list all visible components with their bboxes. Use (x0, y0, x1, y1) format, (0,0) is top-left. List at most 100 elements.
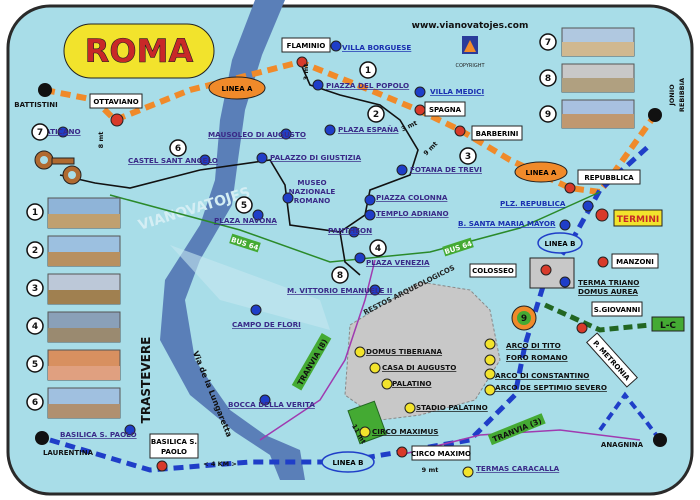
place-dot (124, 424, 136, 436)
place-castel[interactable]: CASTEL SANT ANGELO (128, 154, 218, 166)
svg-text:BATTISTINI: BATTISTINI (14, 101, 57, 109)
linea-a-tag[interactable]: LINEA A (208, 76, 266, 100)
walk-label-w4km: < 4 KM > (203, 460, 237, 468)
linea-b-tag-south[interactable]: LINEA B (321, 451, 375, 473)
station-circo-maximo[interactable]: CIRCO MAXIMO (396, 445, 471, 461)
station-colosseo[interactable]: COLOSSEO (469, 257, 575, 289)
route-number-6: 6 (169, 139, 187, 157)
watermark-shape (170, 245, 330, 330)
place-palatino[interactable]: PALATINO (381, 378, 431, 390)
place-fontana[interactable]: FOTANA DE TREVI (396, 164, 482, 176)
svg-text:6: 6 (175, 144, 181, 154)
place-villa-medici[interactable]: VILLA MEDICI (414, 86, 484, 98)
place-mausoleo[interactable]: MAUSOLEO DI AUGUSTO (208, 128, 306, 140)
place-basilica-paolo2[interactable]: BASILICA S. PAOLO (60, 424, 137, 439)
colosseo-number: 9 (521, 314, 527, 324)
place-arco-sept[interactable]: ARCO DE SEPTIMIO SEVERO (484, 383, 607, 396)
place-vaticano[interactable]: VATICANO (40, 126, 81, 138)
station-ottaviano[interactable]: OTTAVIANO (89, 93, 143, 127)
place-label: NAZIONALE (289, 187, 336, 196)
thumbnail-5[interactable]: 5 (26, 349, 121, 381)
svg-text:9: 9 (545, 110, 551, 120)
svg-text:2: 2 (32, 246, 38, 256)
place-termas[interactable]: TERMAS CARACALLA (462, 464, 560, 478)
place-circo[interactable]: CIRCO MAXIMUS (359, 426, 438, 438)
basilica-line1: BASILICA S. (151, 438, 197, 446)
place-casa[interactable]: CASA DI AUGUSTO (369, 362, 456, 374)
place-dot (330, 40, 342, 52)
place-label: FOTANA DE TREVI (410, 165, 482, 174)
place-dot (348, 226, 360, 238)
route-number-7: 7 (31, 123, 49, 141)
station-barberini[interactable]: BARBERINI (454, 125, 523, 141)
svg-text:4: 4 (32, 322, 38, 332)
place-plaza-venezia[interactable]: PLAZA VENEZIA (354, 252, 430, 267)
place-palazzo[interactable]: PALAZZO DI GIUSTIZIA (256, 152, 362, 164)
place-piazza-colonna[interactable]: PIAZZA COLONNA (364, 193, 448, 206)
thumbnail-2[interactable]: 2 (26, 235, 121, 267)
station-flaminio[interactable]: FLAMINIO (281, 37, 331, 68)
place-dot (324, 124, 336, 136)
linea-b-tag[interactable]: LINEA B (537, 232, 583, 254)
place-dot (256, 152, 268, 164)
thumbnail-8[interactable]: 8 (539, 63, 635, 93)
place-villa-borguese[interactable]: VILLA BORGUESE (330, 40, 411, 52)
linea-a-tag-east[interactable]: LINEA A (514, 161, 568, 183)
place-dot (259, 394, 271, 406)
svg-text:LINEA B: LINEA B (333, 459, 364, 467)
place-dot (484, 354, 496, 366)
place-arco-const[interactable]: ARCO DI CONSTANTINO (484, 368, 589, 380)
thumbnail-7[interactable]: 7 (539, 27, 635, 57)
place-label: ROMANO (294, 196, 331, 205)
station-sgiovanni[interactable]: S.GIOVANNI (576, 301, 643, 334)
thumbnail-4[interactable]: 4 (26, 311, 121, 343)
place-label: VILLA MEDICI (430, 87, 484, 96)
place-plz-republica[interactable]: PLZ. REPUBLICA (500, 199, 594, 212)
terminal-jonio[interactable]: JONIO REBIBBIA (648, 78, 686, 122)
place-dot (359, 426, 371, 438)
thumbnail-1[interactable]: 1 (26, 197, 121, 229)
svg-text:OTTAVIANO: OTTAVIANO (93, 98, 138, 106)
station-basilica-paolo[interactable]: BASILICA S. PAOLO (149, 433, 199, 472)
place-vittorio[interactable]: M. VITTORIO EMANUELE II (287, 284, 393, 296)
place-plaza-espana[interactable]: PLAZA ESPAÑA (324, 124, 399, 136)
svg-text:TERMINI: TERMINI (617, 215, 659, 225)
circo-maximus-field (347, 400, 387, 445)
place-label: PANTHEON (328, 226, 372, 235)
place-dot (312, 79, 324, 91)
station-repubblica[interactable]: REPUBBLICA (564, 169, 641, 194)
station-termini[interactable]: TERMINI (595, 208, 663, 227)
place-santa-maria[interactable]: B. SANTA MARIA MAYOR (458, 219, 571, 231)
terminal-battistini[interactable]: BATTISTINI (14, 83, 58, 109)
terminal-anagnina[interactable]: ANAGNINA (601, 433, 667, 449)
place-label: M. VITTORIO EMANUELE II (287, 286, 393, 295)
place-label: VATICANO (40, 127, 81, 136)
place-campo[interactable]: CAMPO DE FLORI (232, 304, 301, 329)
line-c-tag[interactable]: L-C (651, 316, 685, 332)
place-arco-tito[interactable]: ARCO DI TITO (484, 338, 561, 350)
place-tempio[interactable]: TEMPLO ADRIANO (364, 209, 449, 221)
station-manzoni[interactable]: MANZONI (597, 253, 659, 269)
thumbnail-6[interactable]: 6 (26, 387, 121, 419)
place-dot (396, 164, 408, 176)
thumbnail-9[interactable]: 9 (539, 99, 635, 129)
place-plaza-navona[interactable]: PLAZA NAVONA (214, 209, 277, 225)
route-number-8: 8 (331, 266, 349, 284)
svg-text:8: 8 (545, 74, 551, 84)
place-pantheon[interactable]: PANTHEON (328, 226, 372, 238)
station-spagna[interactable]: SPAGNA (414, 101, 466, 117)
place-domus[interactable]: DOMUS TIBERIANA (354, 346, 442, 358)
thumbnail-3[interactable]: 3 (26, 273, 121, 305)
place-stadio[interactable]: STADIO PALATINO (404, 402, 488, 414)
svg-text:MANZONI: MANZONI (616, 258, 654, 266)
place-bocca[interactable]: BOCCA DELLA VERITA (228, 394, 315, 409)
svg-text:LAURENTINA: LAURENTINA (43, 449, 94, 457)
terminal-laurentina[interactable]: LAURENTINA (35, 431, 94, 457)
place-piazza-popolo[interactable]: PIAZZA DEL POPOLO (312, 79, 409, 91)
svg-text:L-C: L-C (660, 321, 676, 331)
place-foro[interactable]: FORO ROMANO (484, 353, 568, 366)
place-dot (462, 466, 474, 478)
